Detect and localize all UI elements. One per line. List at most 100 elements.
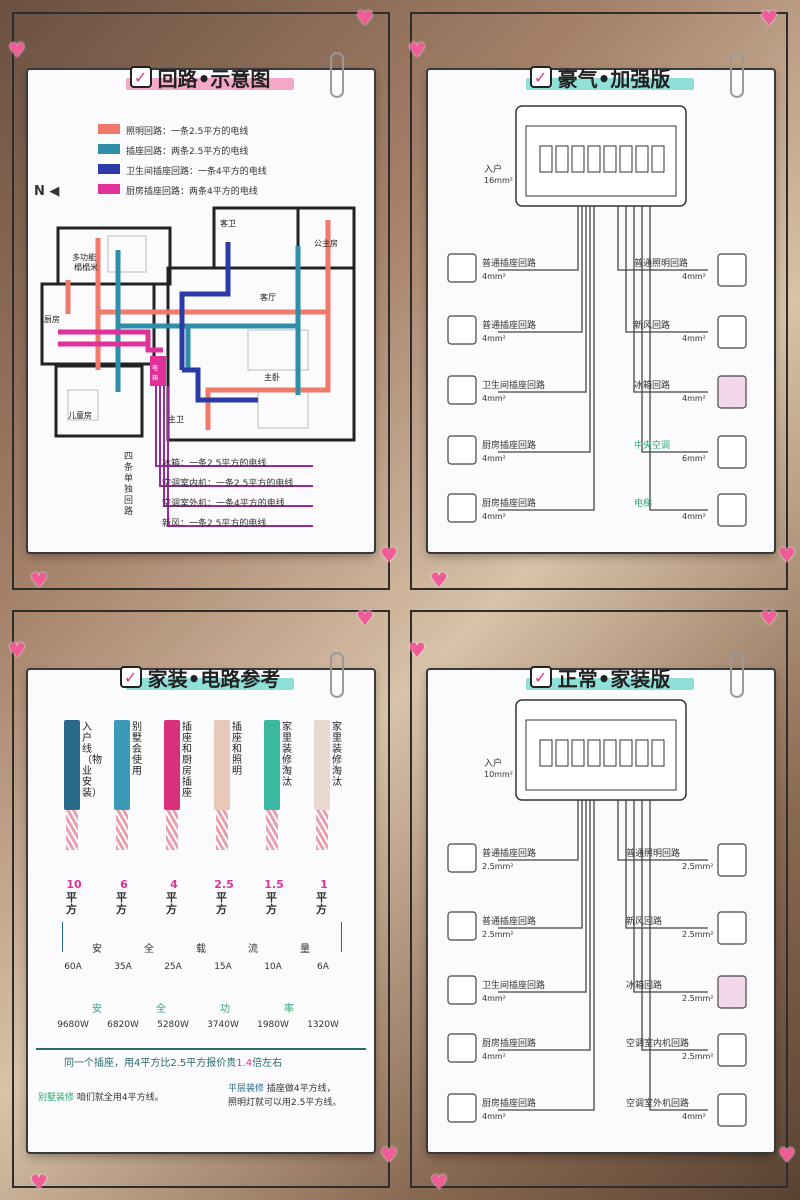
paperclip-icon (730, 52, 744, 98)
right-circuit-size: 2.5mm² (682, 930, 714, 939)
appliance-icon (717, 975, 747, 1009)
breaker-switch (603, 739, 617, 767)
breaker-switch (587, 145, 601, 173)
legend-swatch (98, 124, 120, 134)
socket-icon (447, 435, 477, 465)
wire-power: 1980W (257, 1020, 289, 1030)
wire (498, 206, 579, 271)
left-circuit-size: 2.5mm² (482, 930, 514, 939)
breaker-switch (619, 145, 633, 173)
room-label: 厨房 (44, 314, 60, 324)
wire-sample (314, 720, 330, 810)
separate-circuit-label: 空调室外机：一条4平方的电线 (162, 499, 285, 509)
paperclip-icon (730, 652, 744, 698)
left-circuit-size: 4mm² (482, 994, 506, 1003)
panel-title: ✓ 回路•示意图 (100, 60, 300, 94)
legend-label: 厨房插座回路：两条4平方的电线 (126, 187, 258, 197)
legend-label: 插座回路：两条2.5平方的电线 (126, 147, 249, 157)
checkbox-icon: ✓ (529, 666, 552, 688)
wire-unit: 平方 (266, 891, 277, 916)
inlet-size: 16mm² (484, 176, 513, 185)
wire-power: 9680W (57, 1020, 89, 1030)
bracket (62, 922, 342, 952)
separate-circuit-label: 冰箱：一条2.5平方的电线 (162, 459, 267, 469)
wire-size: 2.5 (214, 878, 234, 891)
left-circuit-label: 厨房插座回路 (482, 1099, 537, 1109)
wire (498, 206, 595, 511)
appliance-icon (717, 1033, 747, 1067)
panel-circuit-diagram: ✓ 回路•示意图 照明回路：一条2.5平方的电线插座回路：两条2.5平方的电线卫… (28, 52, 374, 552)
wire (649, 206, 708, 511)
socket-icon (447, 1033, 477, 1063)
left-circuit-label: 厨房插座回路 (482, 1039, 537, 1049)
wire-power: 5280W (157, 1020, 189, 1030)
breaker-switch (635, 145, 649, 173)
wire-current: 25A (164, 962, 182, 972)
breaker-box (515, 105, 687, 207)
right-circuit-label: 新风回路 (626, 917, 663, 927)
wire (498, 800, 595, 1111)
right-circuit-size: 2.5mm² (682, 994, 714, 1003)
wire (498, 206, 583, 333)
row-label-char: 率 (284, 1004, 294, 1015)
heart-icon: ♥ (430, 568, 448, 592)
breaker-switch (651, 145, 665, 173)
socket-icon (447, 975, 477, 1005)
appliance-icon (717, 375, 747, 409)
right-circuit-size: 4mm² (682, 512, 706, 521)
wire-strands (216, 810, 228, 850)
room-label: 儿童房 (68, 410, 92, 420)
wire (498, 206, 587, 393)
socket-icon (447, 911, 477, 941)
heart-icon: ♥ (430, 1170, 448, 1194)
socket-icon (447, 1093, 477, 1123)
breaker-switch (635, 739, 649, 767)
wire-current: 6A (317, 962, 329, 972)
wire-power: 1320W (307, 1020, 339, 1030)
right-circuit-size: 6mm² (682, 454, 706, 463)
socket-icon (447, 375, 477, 405)
frame-bottom-right (410, 610, 788, 1188)
row-label-char: 安 (92, 944, 102, 955)
breaker-switch (539, 145, 553, 173)
breaker-switch (555, 145, 569, 173)
row-label-char: 载 (196, 944, 206, 955)
checkbox-icon: ✓ (529, 66, 552, 88)
legend-swatch (98, 164, 120, 174)
breaker-switch (619, 739, 633, 767)
heart-icon: ♥ (30, 1170, 48, 1194)
frame-top-left (12, 12, 390, 590)
room-label: 主卧 (264, 372, 280, 382)
wire-description: 插座和照明 (232, 722, 242, 777)
breaker-diagram (447, 105, 747, 527)
appliance-icon (717, 843, 747, 877)
wire-sample (114, 720, 130, 810)
heart-icon: ♥ (8, 38, 26, 62)
breaker-switch (651, 739, 665, 767)
right-circuit-label: 普通照明回路 (634, 259, 689, 269)
heart-icon: ♥ (30, 568, 48, 592)
row-label-char: 流 (248, 944, 258, 955)
wire-power: 6820W (107, 1020, 139, 1030)
left-circuit-label: 普通插座回路 (482, 917, 537, 927)
wire-description: 入户线（物业安装） (82, 722, 102, 799)
separate-circuit-label: 新风：一条2.5平方的电线 (162, 519, 267, 529)
panel-title: ✓ 家装•电路参考 (100, 660, 300, 694)
heart-icon: ♥ (380, 1143, 398, 1167)
left-circuit-size: 4mm² (482, 1052, 506, 1061)
left-circuit-size: 2.5mm² (482, 862, 514, 871)
room-label: 榻榻米 (74, 262, 98, 272)
heart-icon: ♥ (760, 6, 778, 30)
heart-icon: ♥ (8, 638, 26, 662)
right-circuit-label: 新风回路 (634, 321, 671, 331)
wire-unit: 平方 (116, 891, 127, 916)
wire (633, 206, 708, 393)
right-circuit-label: 中央空调 (634, 441, 671, 451)
socket-icon (447, 843, 477, 873)
panel-title: ✓ 豪气•加强版 (500, 60, 700, 94)
appliance-icon (717, 315, 747, 349)
heart-icon: ♥ (778, 1143, 796, 1167)
appliance-icon (717, 493, 747, 527)
heart-icon: ♥ (380, 543, 398, 567)
